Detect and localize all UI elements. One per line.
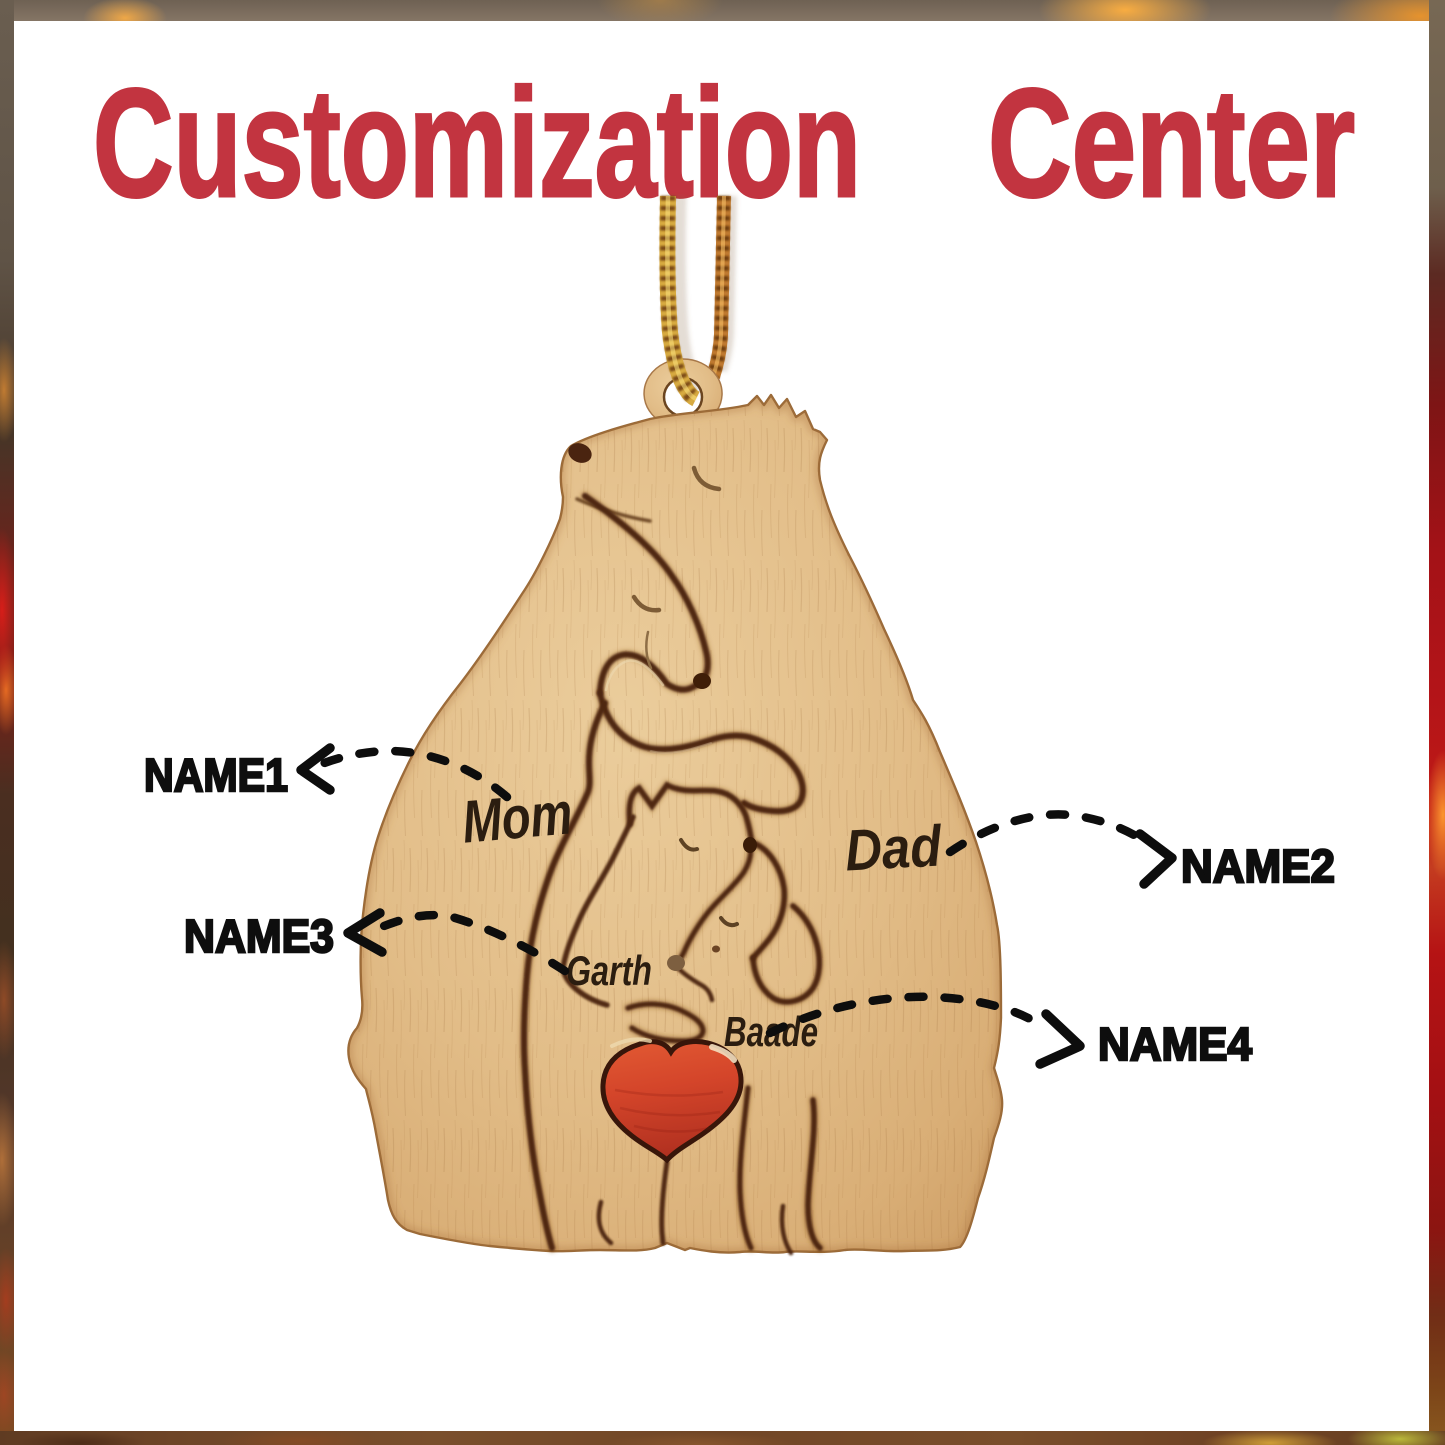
svg-text:Garth: Garth [566, 947, 652, 994]
svg-text:Center: Center [988, 57, 1355, 229]
svg-text:NAME2: NAME2 [1181, 840, 1335, 892]
svg-text:Dad: Dad [844, 813, 945, 883]
svg-text:NAME3: NAME3 [184, 910, 334, 962]
svg-text:NAME1: NAME1 [144, 749, 288, 801]
svg-text:Mom: Mom [460, 779, 575, 855]
svg-text:Customization: Customization [93, 57, 861, 229]
svg-text:NAME4: NAME4 [1098, 1018, 1252, 1070]
